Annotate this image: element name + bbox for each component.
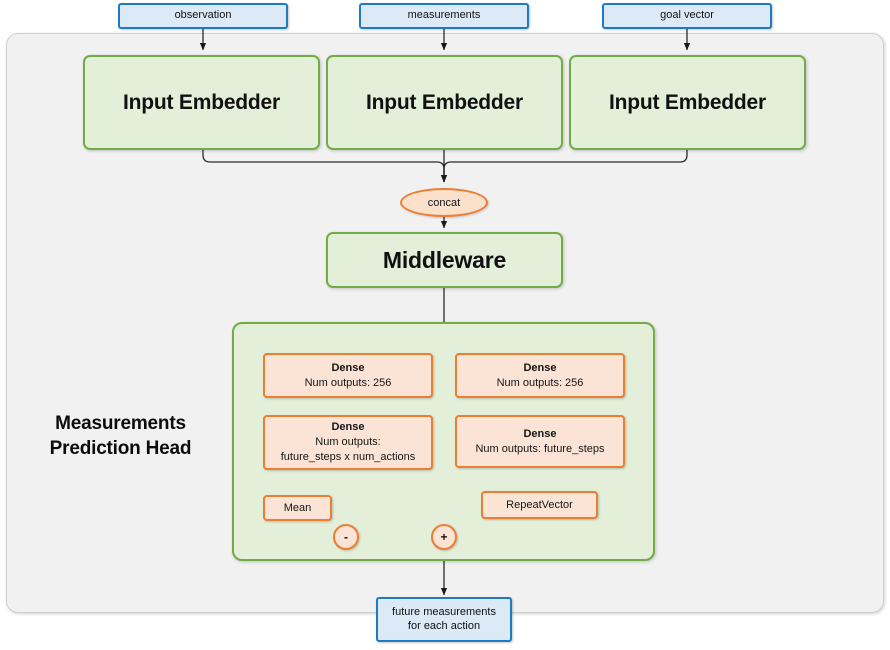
measurements-prediction-head-label: Measurements Prediction Head [18, 412, 223, 461]
mean-node[interactable]: Mean [263, 495, 332, 521]
subtract-operator[interactable]: - [333, 524, 359, 550]
right-dense-256-title: Dense [523, 361, 557, 374]
left-dense-256-outputs: Num outputs: 256 [304, 376, 392, 389]
input-embedder-2[interactable]: Input Embedder [326, 55, 563, 150]
repeat-vector-label: RepeatVector [506, 498, 573, 511]
right-dense-2-title: Dense [523, 427, 557, 440]
right-dense-256-outputs: Num outputs: 256 [496, 376, 584, 389]
input-box-goal-vector[interactable]: goal vector [602, 3, 772, 29]
right-dense-256[interactable]: Dense Num outputs: 256 [455, 353, 625, 398]
input-box-observation[interactable]: observation [118, 3, 288, 29]
input-embedder-3[interactable]: Input Embedder [569, 55, 806, 150]
output-line-1: future measurements [392, 605, 496, 618]
middleware-block[interactable]: Middleware [326, 232, 563, 288]
right-dense-future-steps[interactable]: Dense Num outputs: future_steps [455, 415, 625, 468]
mean-label: Mean [283, 501, 312, 514]
output-box-future-measurements[interactable]: future measurements for each action [376, 597, 512, 642]
input-box-measurements[interactable]: measurements [359, 3, 529, 29]
left-dense-2-outputs-label: Num outputs: [315, 436, 381, 449]
input-embedder-1[interactable]: Input Embedder [83, 55, 320, 150]
left-dense-2-title: Dense [331, 421, 365, 434]
repeat-vector-node[interactable]: RepeatVector [481, 491, 598, 519]
left-dense-256-title: Dense [331, 361, 365, 374]
right-dense-2-outputs: Num outputs: future_steps [475, 442, 605, 455]
left-dense-256[interactable]: Dense Num outputs: 256 [263, 353, 433, 398]
head-label-line-2: Prediction Head [49, 437, 192, 459]
concat-node[interactable]: concat [400, 188, 488, 217]
left-dense-2-outputs-value: future_steps x num_actions [280, 450, 416, 463]
add-operator[interactable]: + [431, 524, 457, 550]
output-line-2: for each action [407, 619, 481, 632]
head-label-line-1: Measurements [55, 413, 186, 434]
left-dense-future-steps-num-actions[interactable]: Dense Num outputs: future_steps x num_ac… [263, 415, 433, 470]
